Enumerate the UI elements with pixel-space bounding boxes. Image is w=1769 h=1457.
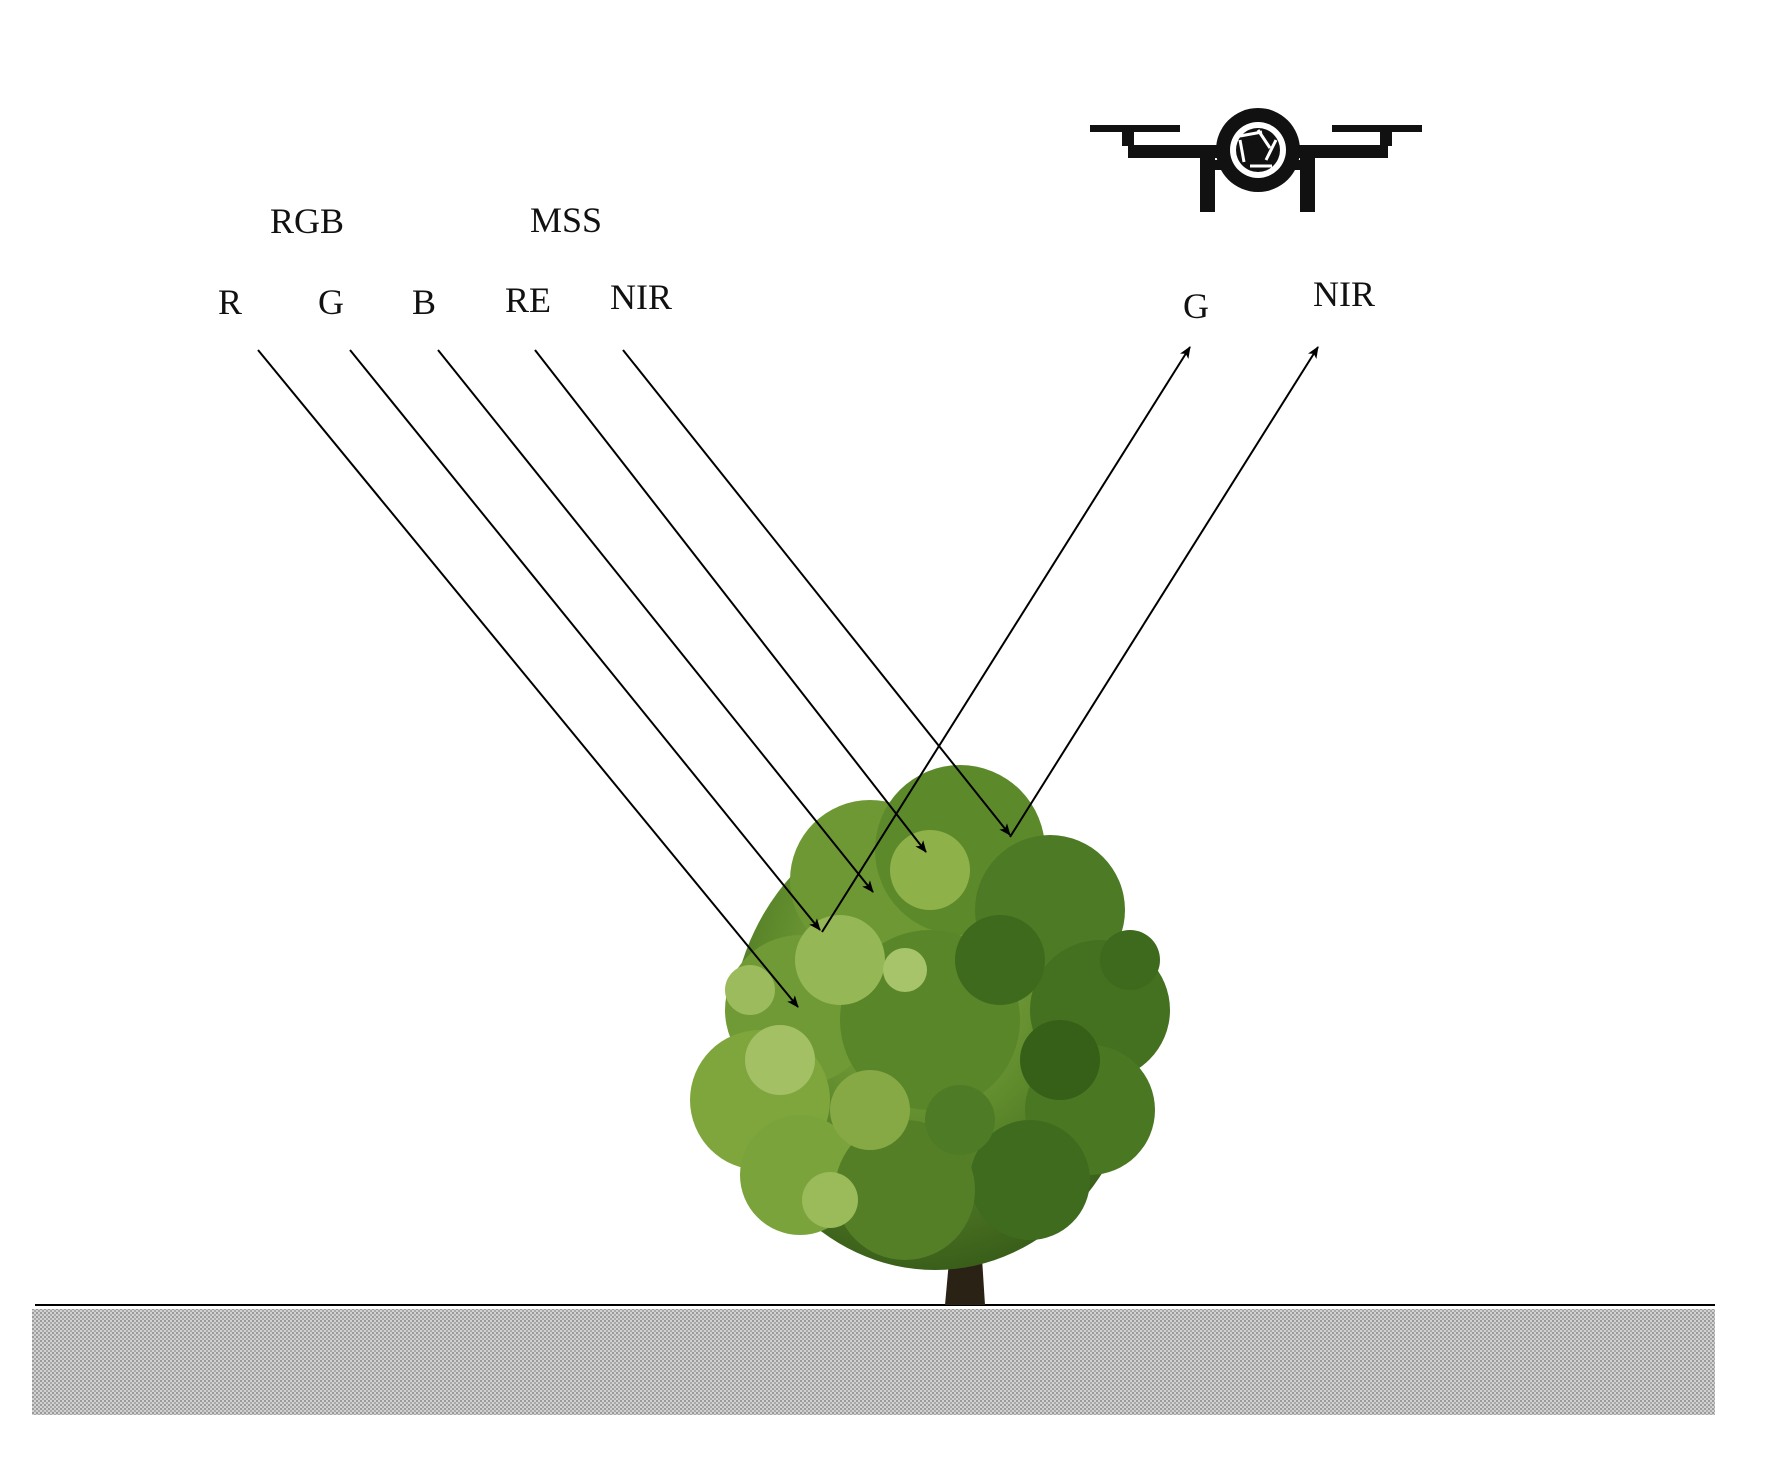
ground-strip (32, 1309, 1715, 1415)
incoming-ray-b (437, 349, 874, 893)
incoming-band-labels: R G B RE NIR (218, 277, 672, 322)
band-label-nir: NIR (610, 277, 672, 317)
ground (32, 1304, 1715, 1415)
band-label-re: RE (505, 280, 551, 320)
incoming-ray-nir (622, 349, 1011, 836)
band-label-r: R (218, 282, 242, 322)
reflected-ray-g (821, 346, 1191, 933)
tree-icon (690, 765, 1170, 1305)
reflected-ray-nir (1009, 346, 1319, 838)
band-label-b: B (412, 282, 436, 322)
incoming-group-labels: RGB MSS (270, 200, 602, 241)
drone-camera-icon (1090, 108, 1422, 212)
reflected-band-labels: G NIR (1183, 274, 1375, 326)
mss-group-label: MSS (530, 200, 602, 240)
band-label-g: G (318, 282, 344, 322)
rgb-group-label: RGB (270, 201, 344, 241)
incoming-ray-re (534, 349, 927, 853)
incoming-ray-r (257, 349, 799, 1008)
incoming-ray-g (349, 349, 821, 931)
reflected-label-nir: NIR (1313, 274, 1375, 314)
incoming-rays (257, 349, 1011, 1008)
reflected-rays (821, 346, 1319, 933)
tree-canopy (690, 765, 1170, 1270)
reflected-label-g: G (1183, 286, 1209, 326)
